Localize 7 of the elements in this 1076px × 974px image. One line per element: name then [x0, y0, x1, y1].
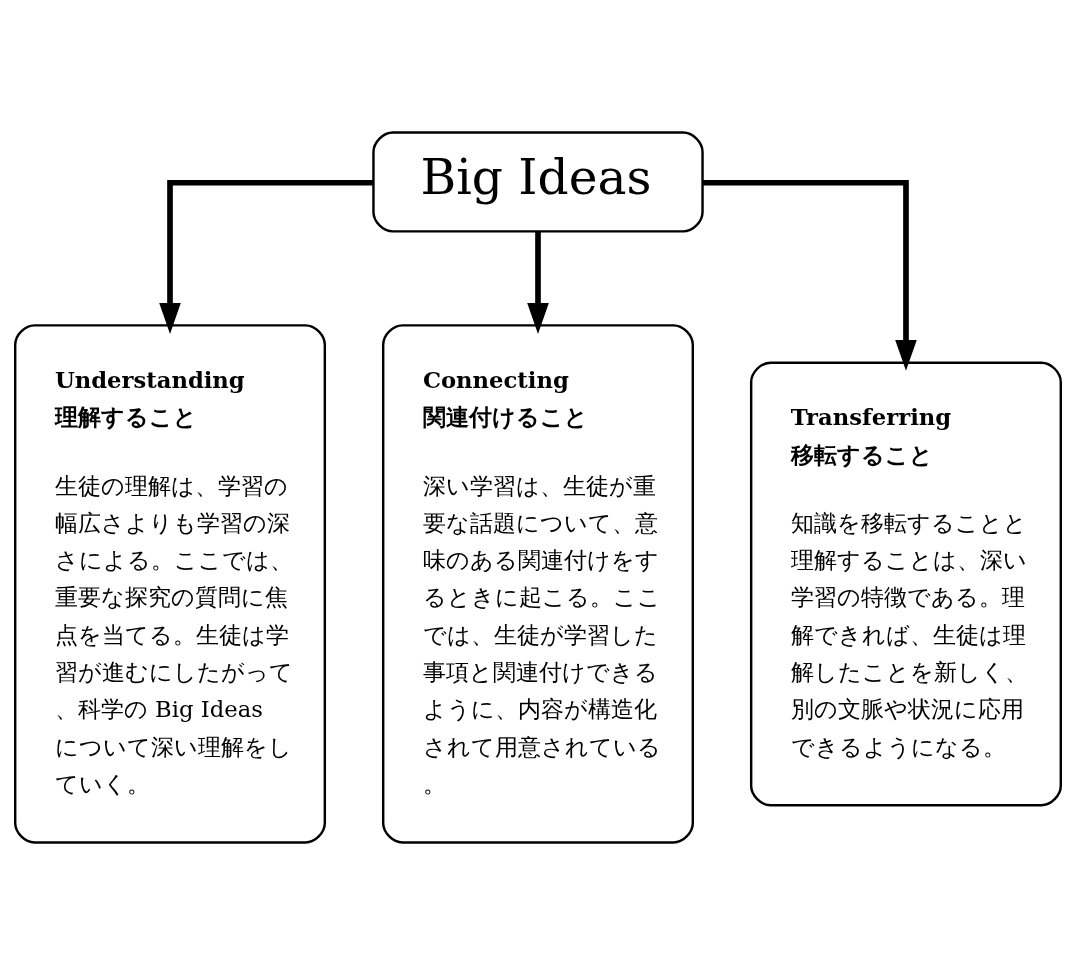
node-box: Transferring 移転すること 知識を移転することと理解することは、深い学習の特徴である。理解できれば、生徒は理解したことを新しく、別の文脈や状況に応用できるようになる。: [749, 360, 1062, 806]
node-box: Understanding 理解すること 生徒の理解は、学習の幅広さよりも学習の深さによる。ここでは、重要な探究の質問に焦点を当てる。生徒は学習が進むにしたがって、科学の Big Ideas について深い理解をしていく。: [14, 323, 327, 844]
node-box: Connecting 関連付けること 深い学習は、生徒が重要な話題について、意味のある関連付けをするときに起こる。ここでは、生徒が学習した事項と関連付けできるように、内容が構造化されて用意されている。: [381, 323, 695, 844]
node-box: Big Ideas: [372, 130, 704, 233]
arrow: [702, 179, 917, 371]
arrow: [159, 179, 374, 334]
arrow: [527, 231, 549, 334]
